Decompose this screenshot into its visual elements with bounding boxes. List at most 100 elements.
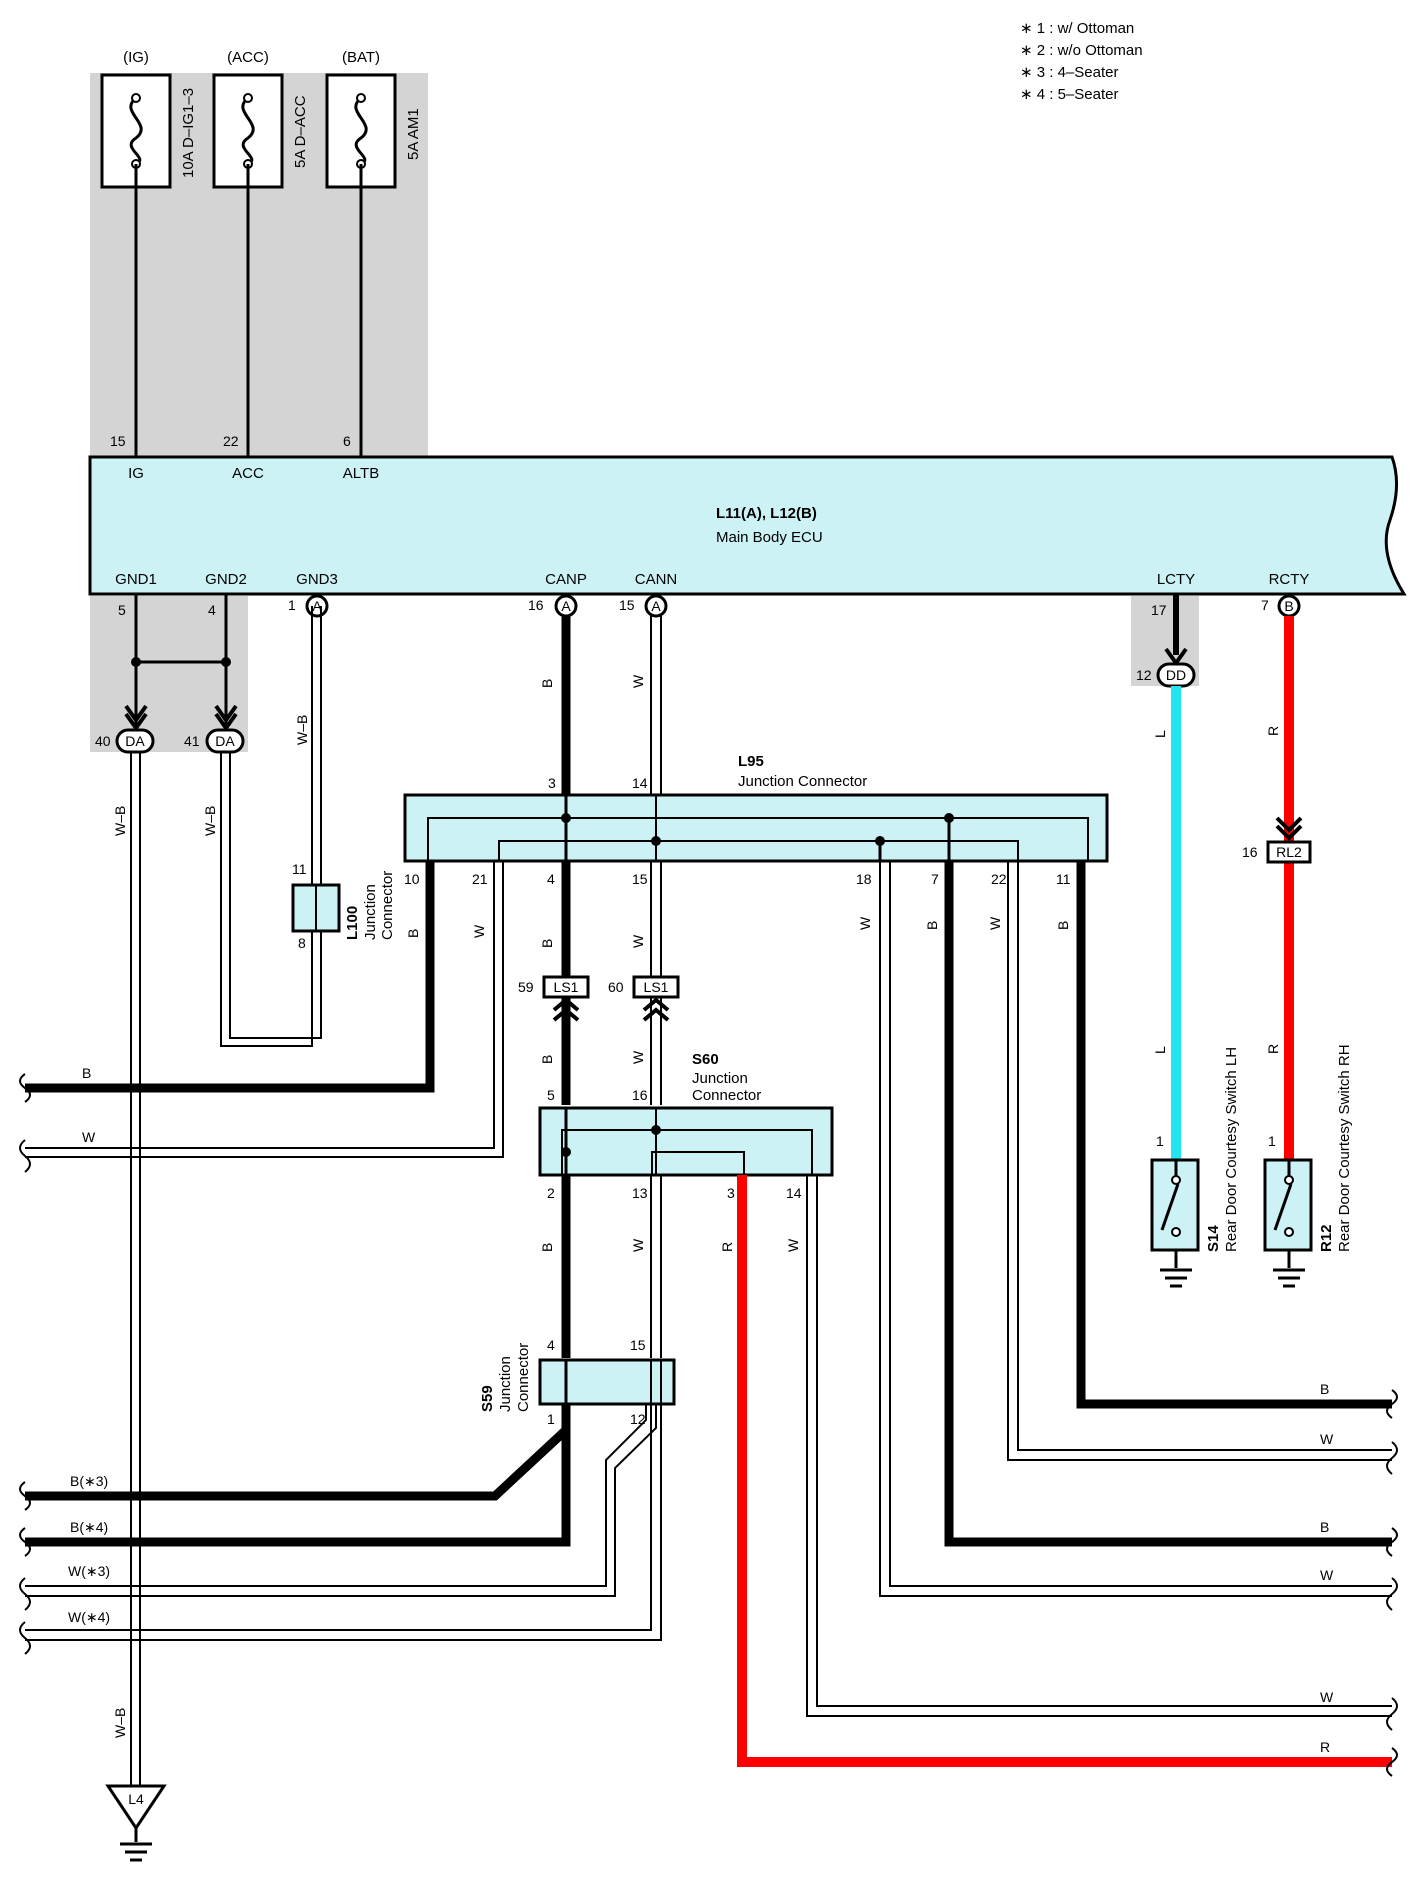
ecu-terminal-gnd1: GND1 (115, 571, 157, 588)
wire-color-w-15: W (630, 934, 646, 948)
ecu-terminal-acc: ACC (232, 465, 264, 482)
wire-color-r-s60: R (719, 1242, 735, 1252)
s14-ref: S14 (1205, 1225, 1222, 1252)
svg-text:A: A (561, 598, 571, 614)
s60-pin-13: 13 (632, 1185, 648, 1201)
r12-pin: 1 (1268, 1133, 1276, 1149)
ecu-terminal-ig: IG (128, 465, 144, 482)
conn-cann-a: A (644, 594, 668, 618)
pin-dd-12: 12 (1136, 667, 1152, 683)
ecu-terminal-cann: CANN (635, 571, 678, 588)
s60-pin-5: 5 (547, 1087, 555, 1103)
s14-pin: 1 (1156, 1133, 1164, 1149)
wire-color-r1: R (1265, 726, 1281, 736)
s59-ref: S59 (479, 1385, 496, 1412)
wire-color-w-left1: W (82, 1129, 96, 1145)
conn-gnd3-a: A (305, 594, 329, 618)
wire-color-r2: R (1265, 1044, 1281, 1054)
wire-color-b-ls1: B (539, 1055, 555, 1064)
pin-canp: 16 (528, 597, 544, 613)
conn-rl2-16: RL2 (1266, 840, 1312, 864)
ecu-name: Main Body ECU (716, 529, 823, 546)
l95-ref: L95 (738, 753, 764, 770)
l95-pin-7: 7 (931, 871, 939, 887)
s59-pin-15: 15 (630, 1337, 646, 1353)
r12-name: Rear Door Courtesy Switch RH (1336, 1044, 1353, 1252)
pin-ig: 15 (110, 433, 126, 449)
wire-color-r-end: R (1320, 1739, 1330, 1755)
pin-acc: 22 (223, 433, 239, 449)
s60-name1: Junction (692, 1070, 748, 1087)
wire-color-w-18: W (857, 916, 873, 930)
junction-s60 (538, 1106, 834, 1177)
pin-rl2-16: 16 (1242, 844, 1258, 860)
s60-ref: S60 (692, 1051, 719, 1068)
s60-pin-2: 2 (547, 1185, 555, 1201)
s59-name1: Junction (497, 1356, 514, 1412)
wire-color-b-10: B (405, 929, 421, 938)
l100-ref: L100 (344, 906, 361, 940)
l95-pin-14: 14 (632, 775, 648, 791)
l100-name2: Connector (379, 871, 396, 940)
wire-color-b-7: B (924, 921, 940, 930)
wire-color-cann-w1: W (630, 674, 646, 688)
pin-da-40: 40 (95, 733, 111, 749)
pin-da-41: 41 (184, 733, 200, 749)
wire-color-l1: L (1152, 730, 1168, 738)
l95-pin-3: 3 (548, 775, 556, 791)
conn-dd-12: DD (1156, 662, 1196, 688)
ecu-terminal-canp: CANP (545, 571, 587, 588)
wire-color-b4: B(∗4) (70, 1519, 108, 1535)
l95-pin-15: 15 (632, 871, 648, 887)
s60-pin-14: 14 (786, 1185, 802, 1201)
pin-gnd3: 1 (288, 597, 296, 613)
wire-color-b-left1: B (82, 1065, 91, 1081)
note-3: ∗ 3 : 4–Seater (1020, 64, 1119, 81)
wire-color-wb-4: W–B (294, 715, 310, 745)
junction-s59 (538, 1358, 676, 1406)
conn-da-41: DA (205, 728, 245, 754)
wire-color-b-s60: B (539, 1243, 555, 1252)
ecu-terminal-altb: ALTB (343, 465, 379, 482)
wire-color-b-11: B (1055, 921, 1071, 930)
conn-da-40: DA (115, 728, 155, 754)
wire-color-w-22: W (987, 916, 1003, 930)
fuse-ig-source: (IG) (123, 49, 149, 66)
l95-pin-21: 21 (472, 871, 488, 887)
fuse-ig-name: 10A D–IG1–3 (180, 88, 197, 178)
svg-text:DA: DA (125, 733, 145, 749)
wire-color-wb-1: W–B (112, 806, 128, 836)
svg-text:RL2: RL2 (1276, 844, 1302, 860)
wire-color-w-ls1: W (630, 1050, 646, 1064)
break-marks-left (19, 1073, 31, 1655)
s60-pin-3: 3 (727, 1185, 735, 1201)
svg-text:LS1: LS1 (554, 979, 579, 995)
ecu-terminal-gnd2: GND2 (205, 571, 247, 588)
s60-pin-16: 16 (632, 1087, 648, 1103)
ecu-terminal-lcty: LCTY (1157, 571, 1195, 588)
fuse-acc-source: (ACC) (227, 49, 269, 66)
notes-legend: ∗ 1 : w/ Ottoman ∗ 2 : w/o Ottoman ∗ 3 :… (1020, 18, 1143, 106)
conn-canp-a: A (554, 594, 578, 618)
ecu-box (88, 455, 1407, 596)
l100-pin-top: 11 (292, 861, 307, 877)
svg-text:DA: DA (215, 733, 235, 749)
pin-gnd2: 4 (208, 602, 216, 618)
s14-name: Rear Door Courtesy Switch LH (1223, 1047, 1240, 1252)
ecu-terminal-rcty: RCTY (1269, 571, 1310, 588)
wire-color-w-end1: W (1320, 1689, 1334, 1705)
wire-color-b-4: B (539, 939, 555, 948)
wire-color-l2: L (1152, 1046, 1168, 1054)
break-marks-right (1386, 1389, 1398, 1777)
l95-pin-10: 10 (404, 871, 420, 887)
svg-text:L4: L4 (128, 1791, 144, 1807)
note-1: ∗ 1 : w/ Ottoman (1020, 20, 1135, 37)
s59-pin-4: 4 (547, 1337, 555, 1353)
wire-color-b-end2: B (1320, 1381, 1329, 1397)
s59-pin-12: 12 (630, 1411, 646, 1427)
svg-text:DD: DD (1166, 667, 1186, 683)
conn-ls1-60: LS1 (632, 975, 680, 1022)
l95-pin-22: 22 (991, 871, 1007, 887)
note-4: ∗ 4 : 5–Seater (1020, 86, 1119, 103)
